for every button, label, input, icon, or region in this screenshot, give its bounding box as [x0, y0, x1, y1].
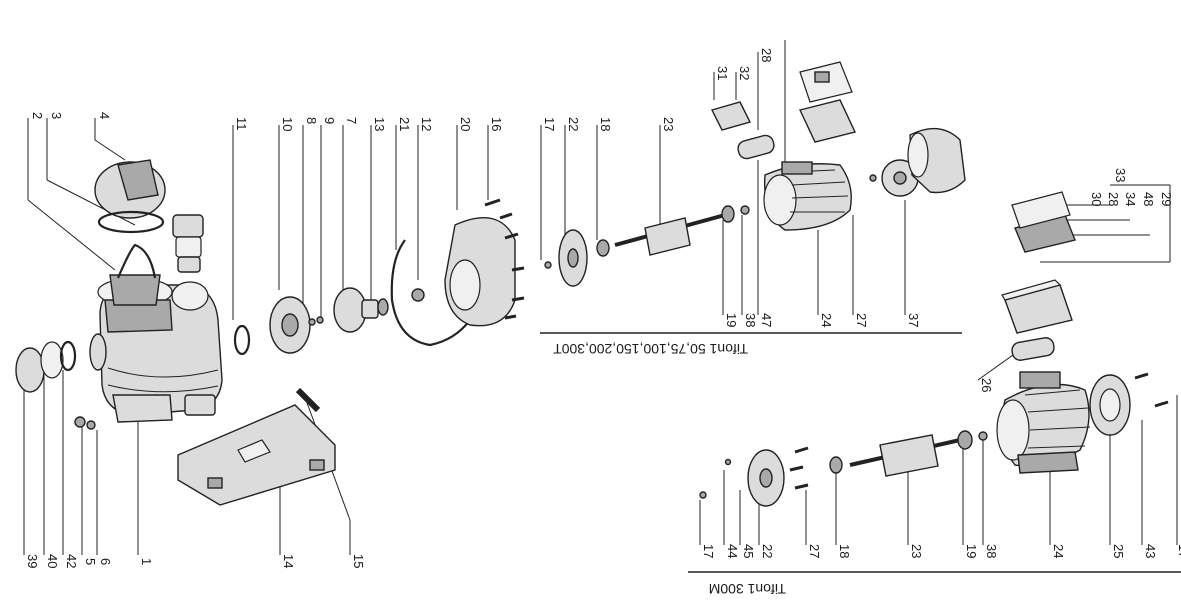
callout-39: 39 — [25, 554, 40, 568]
callout-40: 40 — [45, 554, 60, 568]
seal-plate — [444, 217, 516, 327]
callout-3: 3 — [49, 112, 64, 119]
model-b-screws — [699, 372, 1169, 499]
b-callout-28: 28 — [1106, 192, 1121, 206]
pump-base — [177, 404, 336, 506]
model-a-bearing-front — [544, 239, 610, 269]
b-callout-26: 26 — [979, 378, 994, 392]
callout-11: 11 — [234, 117, 249, 131]
model-b-capacitor — [1011, 337, 1055, 361]
callout-42: 42 — [64, 554, 79, 568]
a-callout-32: 32 — [737, 66, 752, 80]
model-b-motor-stator — [996, 371, 1091, 474]
b-callout-24: 24 — [1051, 544, 1066, 558]
drain-pin — [295, 387, 321, 413]
callout-2: 4 — [97, 112, 112, 119]
model-b-leader-lines — [688, 184, 1181, 573]
union-fitting-top — [172, 214, 204, 273]
model-a-terminal-block — [710, 101, 752, 131]
model-a-fan — [869, 159, 919, 197]
b-callout-19: 19 — [964, 544, 979, 558]
b-callout-17: 17 — [701, 544, 716, 558]
callout-6: 6 — [98, 558, 113, 565]
b-callout-27: 27 — [807, 544, 822, 558]
callout-4: 2 — [30, 112, 45, 119]
a-callout-31: 31 — [715, 66, 730, 80]
a-callout-38: 38 — [743, 313, 758, 327]
b-callout-25: 25 — [1111, 544, 1126, 558]
model-b-end-shield — [747, 449, 785, 507]
callout-13: 13 — [372, 117, 387, 131]
model-a-caption: Tifon1 50,75,100,150,200,300T — [553, 341, 748, 357]
a-callout-28: 28 — [759, 48, 774, 62]
callout-10: 10 — [280, 117, 295, 131]
a-callout-47: 47 — [759, 313, 774, 327]
callout-20: 20 — [458, 117, 473, 131]
b-callout-30: 30 — [1089, 192, 1104, 206]
model-b-rotor — [849, 430, 988, 477]
a-callout-23: 23 — [661, 117, 676, 131]
seal-plate-screws — [484, 198, 525, 320]
callout-14: 14 — [281, 554, 296, 568]
callout-7: 7 — [344, 117, 359, 124]
a-callout-22: 22 — [566, 117, 581, 131]
callout-5: 5 — [83, 558, 98, 565]
housing-oring — [390, 239, 471, 347]
b-callout-34: 34 — [1123, 192, 1138, 206]
union-fitting-side — [15, 340, 96, 430]
model-b-rear-shield — [1089, 374, 1131, 436]
callout-15: 15 — [351, 554, 366, 568]
strainer-basket — [109, 243, 161, 306]
a-callout-18: 18 — [598, 117, 613, 131]
model-a-leader-lines — [540, 40, 962, 334]
model-a-callouts: 17 22 18 23 19 38 47 24 27 37 31 32 28 — [542, 48, 921, 327]
model-a-motor-stator — [763, 161, 852, 231]
model-b-terminal-box — [1001, 279, 1073, 334]
a-callout-37: 37 — [906, 313, 921, 327]
b-callout-29: 29 — [1159, 192, 1174, 206]
b-callout-18: 18 — [837, 544, 852, 558]
callout-9: 9 — [322, 117, 337, 124]
model-a-rotor — [614, 205, 750, 256]
callout-1: 1 — [139, 558, 154, 565]
b-callout-22: 22 — [760, 544, 775, 558]
b-callout-33: 33 — [1113, 168, 1128, 182]
b-callout-23: 23 — [909, 544, 924, 558]
model-a-fan-cover — [907, 127, 966, 194]
model-b-caption: Tifon1 300M — [709, 581, 786, 597]
a-callout-27: 27 — [854, 313, 869, 327]
model-a-capacitor — [737, 134, 775, 160]
b-callout-48: 48 — [1141, 192, 1156, 206]
callout-12: 12 — [419, 117, 434, 131]
diffuser — [269, 296, 311, 354]
model-b-terminal-board — [1011, 191, 1076, 253]
impeller — [333, 287, 379, 333]
b-callout-44: 44 — [725, 544, 740, 558]
b-callout-45: 45 — [741, 544, 756, 558]
callout-8: 8 — [304, 117, 319, 124]
a-callout-17: 17 — [542, 117, 557, 131]
b-callout-17b: 17 — [1176, 544, 1181, 558]
callout-21: 21 — [397, 117, 412, 131]
a-callout-24: 24 — [819, 313, 834, 327]
model-b-bearing-front — [829, 456, 843, 474]
model-a-terminal-lid — [799, 61, 853, 103]
main-callouts: 2 3 4 39 40 42 5 6 1 14 15 11 10 8 9 7 1… — [25, 112, 504, 568]
model-b-callouts: 17 44 45 22 27 18 23 19 38 24 25 43 17 2… — [701, 168, 1181, 558]
model-a-terminal-box — [799, 99, 856, 143]
mechanical-seal — [308, 316, 324, 326]
b-callout-38: 38 — [984, 544, 999, 558]
b-callout-43: 43 — [1143, 544, 1158, 558]
a-callout-19: 19 — [724, 313, 739, 327]
pump-lid — [94, 159, 166, 234]
seal-ring — [233, 324, 251, 356]
shaft-seal — [377, 298, 389, 316]
model-a-fan-cover-plate — [558, 229, 588, 287]
callout-16: 16 — [489, 117, 504, 131]
